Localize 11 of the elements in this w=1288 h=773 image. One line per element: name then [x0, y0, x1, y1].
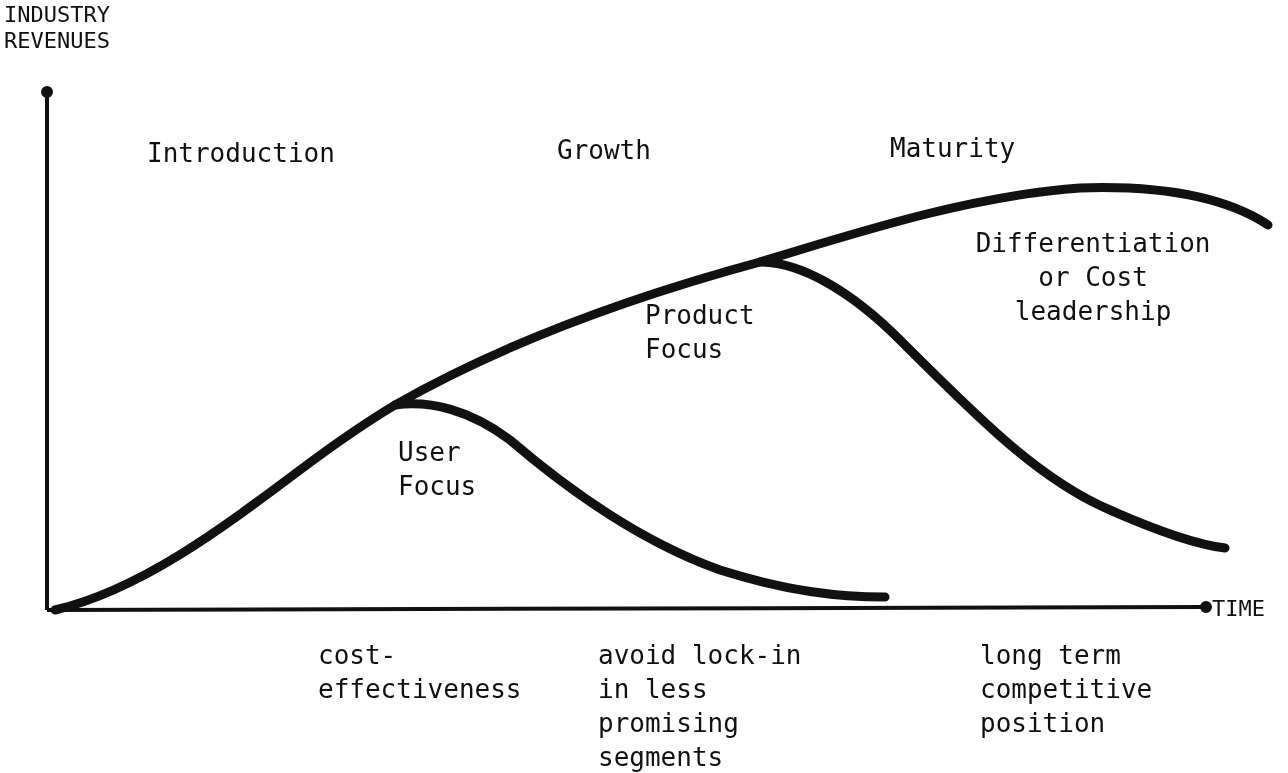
stage-label: Maturity	[890, 132, 1016, 165]
strategy-label: Product Focus	[645, 299, 756, 366]
axis-label: TIME	[1212, 595, 1265, 623]
strategy-label: Differentiation or Cost leadership	[974, 227, 1212, 328]
note-text: long term competitive position	[980, 639, 1154, 740]
note-text: avoid lock-in in less promising segments	[598, 639, 803, 773]
strategy-label: User Focus	[398, 436, 478, 503]
axis-label: INDUSTRY REVENUES	[4, 2, 111, 54]
note-text: cost-effectiveness	[318, 639, 523, 706]
stage-label: Growth	[557, 134, 651, 167]
stage-label: Introduction	[147, 137, 335, 170]
